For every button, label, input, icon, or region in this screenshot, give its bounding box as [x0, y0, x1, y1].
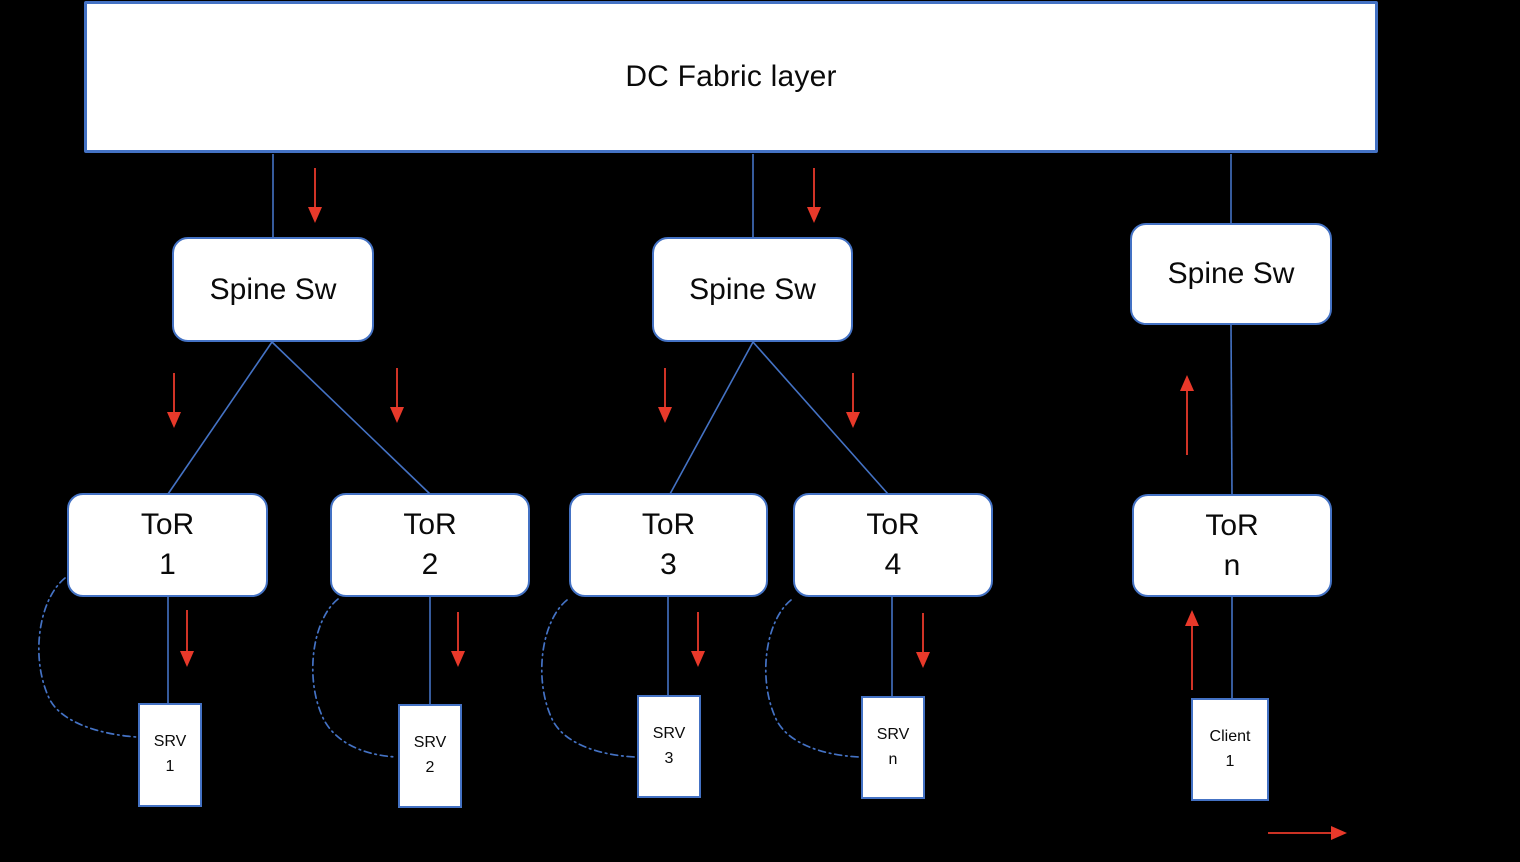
- tor1-srv1-loop-link: [38, 577, 137, 738]
- tor-4-label: ToR: [866, 508, 920, 542]
- spine-sw-2-box: Spine Sw: [652, 237, 853, 342]
- dc-fabric-layer-label: DC Fabric layer: [625, 60, 837, 93]
- spine2-tor3-link: [669, 341, 754, 495]
- up-arrow-icon: [1185, 610, 1199, 690]
- srv-3-box: SRV 3: [637, 695, 701, 798]
- spine3-torn-link: [1230, 324, 1233, 496]
- spine-sw-3-label: Spine Sw: [1167, 257, 1295, 291]
- tor-3-label: ToR: [641, 508, 696, 542]
- tor-n-box: ToR n: [1132, 494, 1332, 597]
- tor-n-number: n: [1223, 548, 1241, 582]
- tor-1-number: 1: [159, 548, 176, 581]
- tor-1-label: ToR: [140, 508, 195, 542]
- tor-2-number: 2: [421, 548, 439, 581]
- srv-2-label: SRV: [413, 734, 447, 752]
- down-arrow-icon: [451, 612, 465, 667]
- client-1-label: Client: [1209, 727, 1251, 745]
- srv-1-number: 1: [165, 758, 175, 775]
- srv-2-number: 2: [425, 759, 435, 776]
- down-arrow-icon: [807, 168, 821, 223]
- spine1-tor2-link: [271, 341, 431, 495]
- down-arrow-icon: [308, 168, 322, 223]
- tor4-srvn-loop-link: [765, 599, 860, 758]
- tor2-srv2-loop-link: [312, 598, 397, 758]
- down-arrow-icon: [167, 373, 181, 428]
- down-arrow-icon: [658, 368, 672, 423]
- tor-1-box: ToR 1: [67, 493, 268, 597]
- spine-sw-1-box: Spine Sw: [172, 237, 374, 342]
- spine-sw-2-label: Spine Sw: [689, 272, 816, 306]
- spine-sw-3-box: Spine Sw: [1130, 223, 1332, 325]
- down-arrow-icon: [691, 612, 705, 667]
- tor-2-box: ToR 2: [330, 493, 530, 597]
- srv-3-label: SRV: [652, 724, 686, 742]
- tor-4-box: ToR 4: [793, 493, 993, 597]
- srv-2-box: SRV 2: [398, 704, 462, 808]
- dc-fabric-layer-box: DC Fabric layer: [84, 1, 1378, 153]
- spine2-tor4-link: [752, 341, 889, 495]
- tor-3-number: 3: [660, 548, 677, 581]
- client-1-box: Client 1: [1191, 698, 1269, 801]
- down-arrow-icon: [916, 613, 930, 668]
- srv-1-box: SRV 1: [138, 703, 202, 807]
- srv-n-box: SRV n: [861, 696, 925, 799]
- down-arrow-icon: [180, 610, 194, 667]
- spine1-tor1-link: [167, 341, 273, 495]
- tor-2-label: ToR: [403, 508, 457, 542]
- right-arrow-icon: [1268, 826, 1347, 840]
- tor-n-label: ToR: [1205, 508, 1259, 542]
- down-arrow-icon: [390, 368, 404, 423]
- srv-n-label: SRV: [876, 725, 910, 743]
- down-arrow-icon: [846, 373, 860, 428]
- tor-3-box: ToR 3: [569, 493, 768, 597]
- client-1-number: 1: [1225, 752, 1235, 770]
- tor-4-number: 4: [884, 548, 902, 581]
- srv-n-number: n: [888, 750, 898, 768]
- tor3-srv3-loop-link: [541, 599, 636, 758]
- up-arrow-icon: [1180, 375, 1194, 455]
- srv-1-label: SRV: [153, 733, 187, 751]
- srv-3-number: 3: [664, 749, 674, 767]
- spine-sw-1-label: Spine Sw: [209, 272, 337, 306]
